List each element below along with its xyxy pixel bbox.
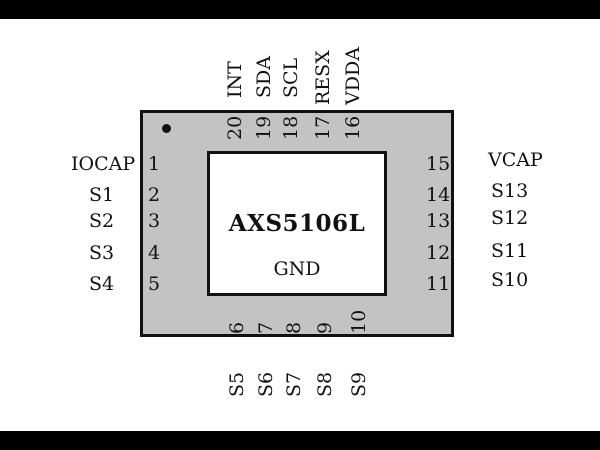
pin-number-14: 14 bbox=[426, 184, 451, 206]
pin-number-5: 5 bbox=[148, 273, 161, 295]
pin-name-s9: S9 bbox=[348, 371, 370, 397]
pin-name-s5: S5 bbox=[226, 371, 248, 397]
pin-number-4: 4 bbox=[148, 242, 161, 264]
pin-number-15: 15 bbox=[426, 153, 451, 175]
pin-name-vdda: VDDA bbox=[342, 47, 364, 105]
pin-name-s13: S13 bbox=[491, 180, 529, 202]
pin-number-10: 10 bbox=[348, 309, 370, 334]
pin-name-s12: S12 bbox=[491, 207, 529, 229]
pin-number-19: 19 bbox=[253, 115, 275, 140]
pin-number-2: 2 bbox=[148, 184, 161, 206]
pin-number-13: 13 bbox=[426, 210, 451, 232]
pin-number-8: 8 bbox=[283, 321, 305, 334]
pin-name-resx: RESX bbox=[312, 50, 334, 105]
pin-name-iocap: IOCAP bbox=[71, 153, 136, 175]
pin-name-s2: S2 bbox=[89, 210, 115, 232]
ground-pad-label: GND bbox=[273, 258, 321, 280]
pin-number-17: 17 bbox=[312, 115, 334, 140]
part-number-label: AXS5106L bbox=[228, 210, 366, 237]
pin-name-sda: SDA bbox=[253, 56, 275, 98]
pin-number-7: 7 bbox=[255, 321, 277, 334]
chip-die bbox=[207, 151, 387, 296]
pin-name-s1: S1 bbox=[89, 184, 115, 206]
pin1-marker-dot bbox=[162, 124, 171, 133]
pin-name-s11: S11 bbox=[491, 240, 529, 262]
pin-name-vcap: VCAP bbox=[488, 149, 543, 171]
pin-number-20: 20 bbox=[224, 115, 246, 140]
pin-number-16: 16 bbox=[342, 115, 364, 140]
pin-name-s7: S7 bbox=[283, 371, 305, 397]
pin-number-11: 11 bbox=[426, 273, 451, 295]
pin-name-s4: S4 bbox=[89, 273, 115, 295]
pin-number-1: 1 bbox=[148, 153, 161, 175]
pin-number-9: 9 bbox=[314, 321, 336, 334]
pin-number-6: 6 bbox=[226, 321, 248, 334]
pin-name-s10: S10 bbox=[491, 269, 529, 291]
pin-name-s3: S3 bbox=[89, 242, 115, 264]
bottom-frame-band bbox=[0, 431, 600, 450]
pin-number-12: 12 bbox=[426, 242, 451, 264]
top-frame-band bbox=[0, 0, 600, 19]
pin-name-s6: S6 bbox=[255, 371, 277, 397]
pin-name-s8: S8 bbox=[314, 371, 336, 397]
pin-number-18: 18 bbox=[280, 115, 302, 140]
pin-name-scl: SCL bbox=[280, 57, 302, 98]
pin-name-int: INT bbox=[224, 61, 246, 98]
pin-number-3: 3 bbox=[148, 210, 161, 232]
